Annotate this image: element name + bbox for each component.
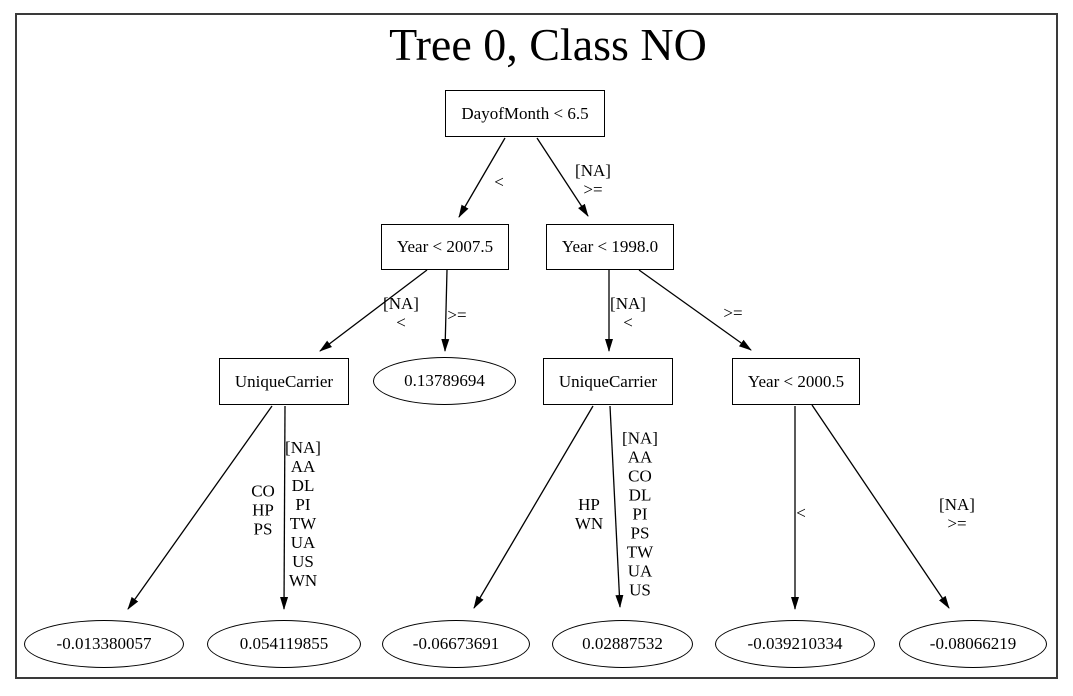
leaf-node-6: -0.08066219 bbox=[899, 620, 1047, 668]
edge-label-year2000-left: < bbox=[796, 503, 806, 523]
edge-label-yearleft-right: >= bbox=[447, 305, 467, 325]
edge-label-root-right: [NA] >= bbox=[575, 161, 611, 199]
leaf-node-4: 0.02887532 bbox=[552, 620, 693, 668]
decision-node-root: DayofMonth < 6.5 bbox=[445, 90, 605, 137]
edge-label-yearright-left: [NA] < bbox=[610, 294, 646, 332]
decision-node-carrier-mid: UniqueCarrier bbox=[543, 358, 673, 405]
leaf-node-5: -0.039210334 bbox=[715, 620, 875, 668]
edge-label-root-left: < bbox=[494, 172, 504, 192]
edge-label-carrier1-right: [NA] AA DL PI TW UA US WN bbox=[285, 438, 321, 590]
decision-node-year-left: Year < 2007.5 bbox=[381, 224, 509, 270]
decision-node-carrier-left: UniqueCarrier bbox=[219, 358, 349, 405]
edge-label-yearleft-left: [NA] < bbox=[383, 294, 419, 332]
decision-node-year-right: Year < 1998.0 bbox=[546, 224, 674, 270]
decision-node-year-2000: Year < 2000.5 bbox=[732, 358, 860, 405]
edge-label-year2000-right: [NA] >= bbox=[939, 495, 975, 533]
edge-label-carrier1-left: CO HP PS bbox=[251, 481, 275, 539]
leaf-node-1: -0.013380057 bbox=[24, 620, 184, 668]
edge-label-yearright-right: >= bbox=[723, 303, 743, 323]
tree-title: Tree 0, Class NO bbox=[389, 19, 707, 70]
leaf-node-2: 0.054119855 bbox=[207, 620, 361, 668]
leaf-node-3: -0.06673691 bbox=[382, 620, 530, 668]
edge-label-carrier2-right: [NA] AA CO DL PI PS TW UA US bbox=[622, 428, 658, 600]
leaf-node-top: 0.13789694 bbox=[373, 357, 516, 405]
edge-label-carrier2-left: HP WN bbox=[574, 495, 604, 533]
